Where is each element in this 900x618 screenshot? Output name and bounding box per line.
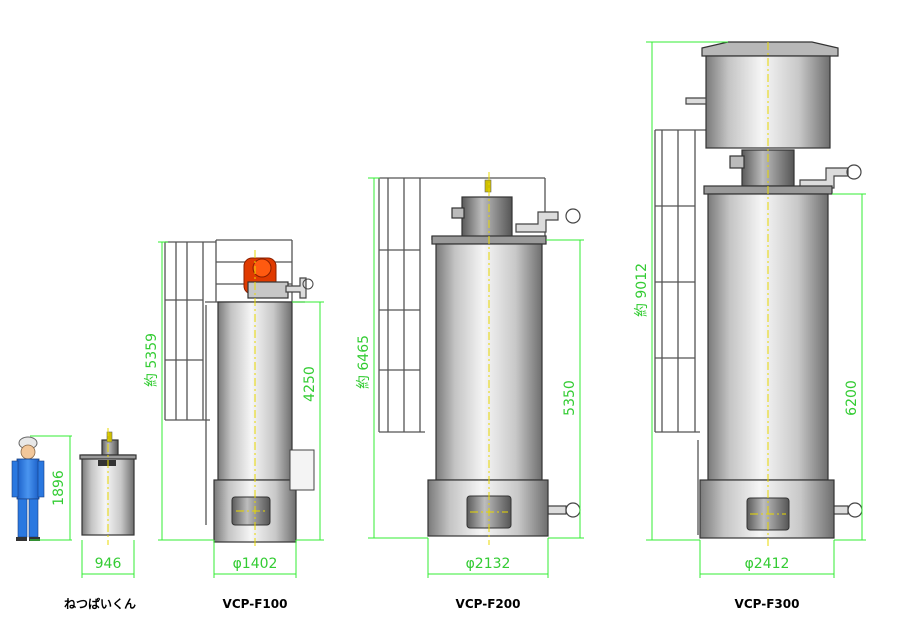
vcp-f200-name: VCP-F200 [456,597,521,611]
vcp-f100-total-height-label: 約 5359 [144,333,160,387]
vcp-f300-body-height-label: 6200 [844,380,860,416]
vcp-f100-name: VCP-F100 [223,597,288,611]
vcp-f100-unit [164,239,315,548]
vcp-f200-total-height-label: 約 6465 [356,335,372,389]
burner-fan [243,257,289,299]
vcp-f100-diameter-label: φ1402 [233,556,278,572]
person-height-label: 1896 [51,470,67,506]
vcp-f200-diameter-label: φ2132 [466,556,511,572]
netsupaikun-name: ねつぱいくん [64,596,136,611]
dimension-lines [30,41,866,578]
netsupaikun-unit [79,428,137,545]
vcp-f200-unit [378,172,581,545]
vcp-f100-body-height-label: 4250 [302,366,318,402]
vcp-f300-unit [654,41,863,548]
netsupaikun-width-label: 946 [95,556,122,572]
vcp-f300-name: VCP-F300 [735,597,800,611]
vcp-f300-total-height-label: 約 9012 [634,263,650,317]
person-scale-figure [11,436,45,541]
vcp-f300-diameter-label: φ2412 [745,556,790,572]
vcp-f200-body-height-label: 5350 [562,380,578,416]
